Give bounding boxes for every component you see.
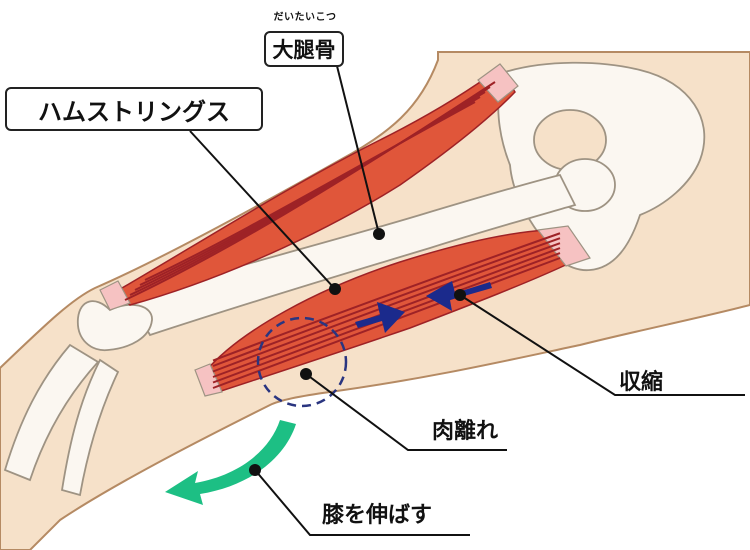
contraction-arrow-right <box>355 302 405 333</box>
knee-extension-label: 膝を伸ばす <box>322 503 433 528</box>
leader-extend <box>254 469 470 536</box>
hamstrings-label: ハムストリングス <box>5 87 263 131</box>
dot-extend <box>249 464 261 476</box>
dot-femur <box>373 228 385 240</box>
fibula-bone <box>60 358 120 497</box>
upper-tendon-bottom <box>99 280 131 311</box>
dot-hamstrings <box>329 283 341 295</box>
contraction-label: 収縮 <box>619 370 664 395</box>
hamstring-muscle-fiber <box>212 242 561 373</box>
dot-tear <box>300 368 312 380</box>
leader-contraction <box>459 294 745 396</box>
femur-ruby-text: だいたいこつ <box>273 12 337 23</box>
knee-extension-arrow <box>165 420 296 505</box>
leader-dots <box>249 228 466 476</box>
hamstring-muscle-fiber <box>212 237 561 367</box>
hamstring-muscle-fiber <box>212 257 561 389</box>
shin-bone <box>3 343 100 482</box>
leader-lines <box>189 65 745 536</box>
knee-bone <box>77 300 153 352</box>
muscle-tear-label: 肉離れ <box>432 419 499 444</box>
hamstring-muscle-fiber <box>212 232 561 362</box>
femur-label: 大腿骨 <box>264 31 344 67</box>
dot-contraction <box>454 289 466 301</box>
upper-muscle-fiber <box>144 101 476 281</box>
leader-tear <box>305 373 507 451</box>
leader-femur <box>336 65 380 235</box>
upper-tendon-top <box>477 63 519 103</box>
leader-hamstrings <box>189 130 336 290</box>
tear-circle <box>256 316 348 408</box>
